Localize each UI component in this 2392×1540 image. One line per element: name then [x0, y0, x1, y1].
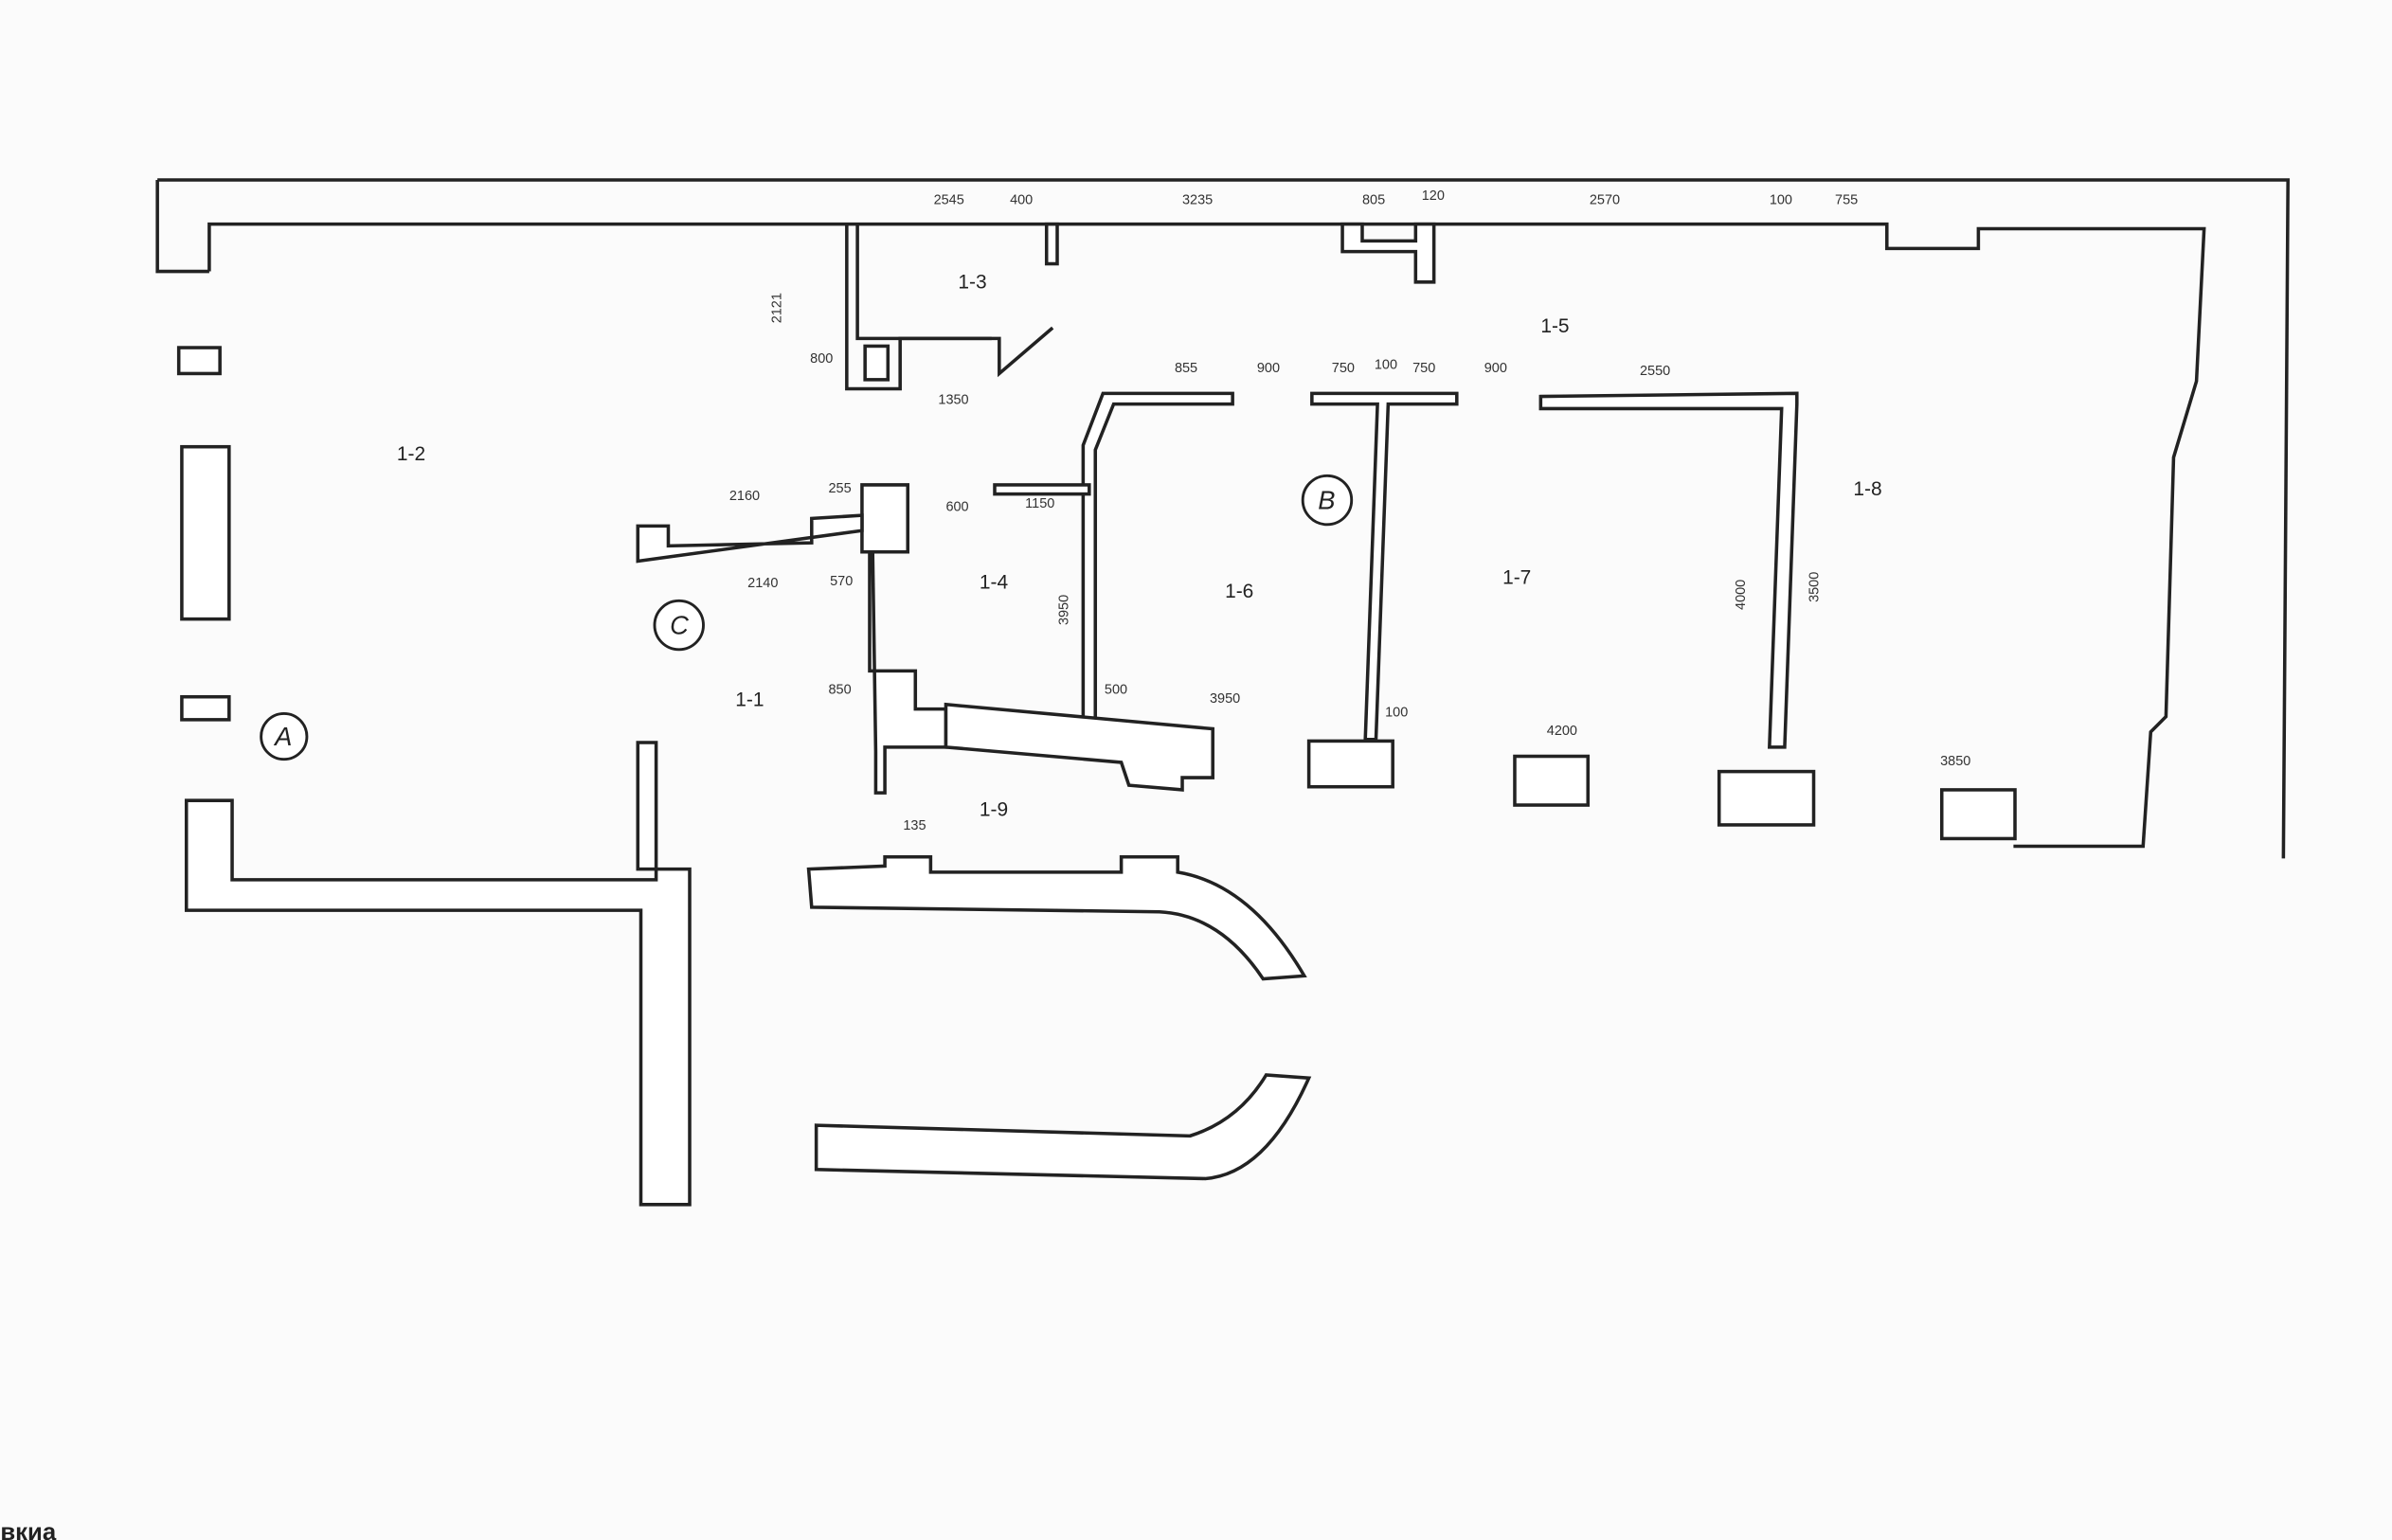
svg-text:3235: 3235	[1182, 193, 1213, 208]
left-column-2	[180, 444, 231, 621]
svg-text:850: 850	[829, 683, 852, 698]
column-3	[1717, 769, 1816, 827]
stub-1	[1044, 222, 1059, 266]
wall-bottom-1-4	[944, 702, 1214, 792]
svg-text:800: 800	[810, 351, 833, 367]
room-label: 1-5	[1540, 315, 1569, 337]
room-label: 1-4	[980, 571, 1009, 593]
left-pillar	[155, 179, 209, 274]
room-label: 1-8	[1853, 478, 1881, 500]
wall-1150	[993, 483, 1091, 496]
svg-text:100: 100	[1770, 193, 1792, 208]
wall-1-7-1-8	[1538, 391, 1799, 749]
svg-text:100: 100	[1385, 706, 1408, 721]
svg-text:2545: 2545	[934, 193, 964, 208]
svg-text:400: 400	[1010, 193, 1033, 208]
svg-text:855: 855	[1175, 361, 1197, 376]
room-label: 1-2	[397, 443, 425, 465]
column-4	[1939, 788, 2017, 841]
left-column-3	[180, 694, 231, 722]
svg-text:3950: 3950	[1056, 595, 1071, 625]
room-label: 1-3	[958, 271, 986, 293]
svg-text:4000: 4000	[1734, 580, 1749, 610]
svg-text:255: 255	[829, 481, 852, 496]
corner-text: вкиа	[0, 1519, 57, 1540]
room-label: 1-7	[1502, 567, 1531, 589]
svg-text:C: C	[670, 611, 689, 640]
svg-text:750: 750	[1332, 361, 1355, 376]
top-wall-inner	[207, 222, 2206, 849]
axis-marker-b: B	[1301, 474, 1354, 527]
axis-marker-c: C	[653, 599, 705, 652]
svg-text:3500: 3500	[1807, 572, 1822, 602]
svg-text:1350: 1350	[938, 393, 968, 408]
dimension-labels: 2545 400 3235 805 120 2570 100 755 855 9…	[729, 188, 1970, 833]
room-label: 1-1	[735, 689, 764, 710]
room-label: 1-9	[980, 798, 1008, 820]
svg-text:100: 100	[1375, 358, 1397, 373]
curved-wall-lower	[814, 1073, 1312, 1181]
top-wall-outer	[157, 178, 2290, 859]
svg-text:900: 900	[1484, 361, 1507, 376]
wall-B	[1310, 391, 1459, 742]
room-label: 1-6	[1225, 581, 1253, 602]
wall-to-c	[636, 513, 864, 564]
svg-text:4200: 4200	[1547, 724, 1577, 739]
bottom-left-wall	[184, 741, 692, 1207]
wall-1-4-1-6	[1081, 391, 1234, 722]
svg-text:805: 805	[1362, 193, 1385, 208]
axis-marker-a: A	[260, 711, 309, 761]
walls	[155, 178, 2290, 1207]
svg-text:2550: 2550	[1640, 364, 1670, 379]
svg-text:750: 750	[1412, 361, 1435, 376]
svg-text:B: B	[1318, 486, 1335, 515]
core-block	[860, 483, 948, 795]
svg-text:2160: 2160	[729, 489, 760, 504]
svg-text:1150: 1150	[1025, 496, 1054, 511]
svg-text:755: 755	[1835, 193, 1858, 208]
svg-text:A: A	[273, 722, 292, 751]
room-labels: 1-1 1-2 1-3 1-4 1-5 1-6 1-7 1-8 1-9	[397, 271, 1882, 820]
column-2	[1513, 754, 1591, 807]
svg-text:135: 135	[903, 818, 926, 833]
small-box	[863, 344, 890, 382]
svg-text:120: 120	[1422, 188, 1445, 204]
stub-2	[1340, 222, 1436, 284]
svg-text:900: 900	[1257, 361, 1280, 376]
svg-text:600: 600	[945, 499, 968, 514]
svg-text:2121: 2121	[770, 293, 785, 323]
svg-text:2140: 2140	[747, 576, 778, 591]
left-column-1	[176, 346, 222, 376]
svg-text:570: 570	[830, 574, 853, 589]
partition-1-3b	[855, 224, 992, 341]
svg-text:3850: 3850	[1940, 754, 1970, 769]
svg-text:2570: 2570	[1590, 193, 1620, 208]
curved-wall-upper	[806, 854, 1307, 981]
svg-text:3950: 3950	[1210, 691, 1240, 707]
column-B	[1306, 739, 1394, 789]
svg-text:500: 500	[1105, 683, 1127, 698]
